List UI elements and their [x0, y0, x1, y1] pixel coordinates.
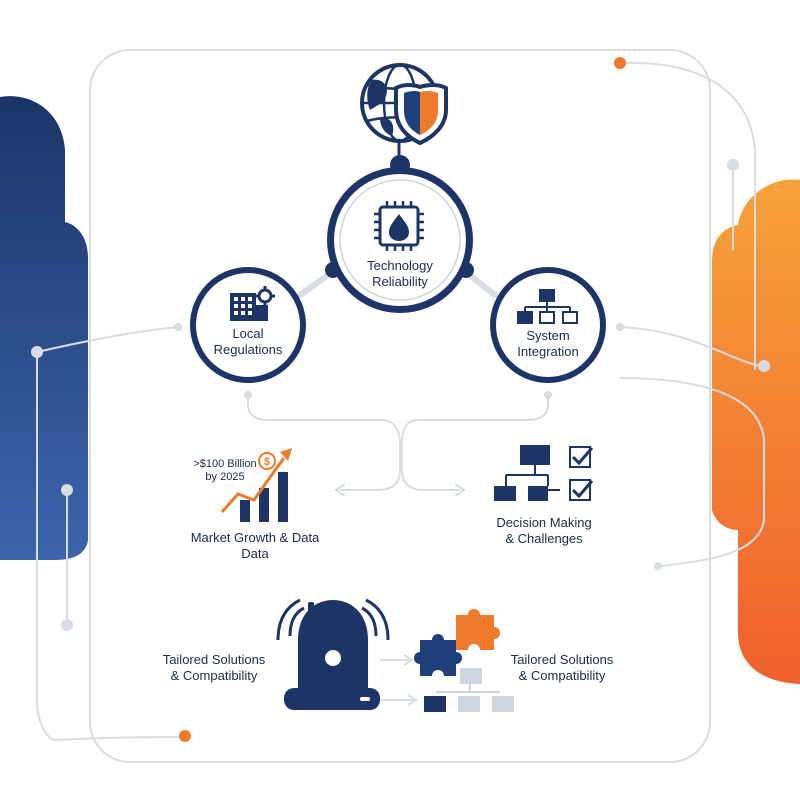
hierarchy-icon: [517, 289, 578, 324]
left-blue-blob: [0, 96, 88, 560]
market-annotation: >$100 Billion by 2025: [180, 458, 270, 484]
node-system-label: System Integration: [500, 328, 596, 360]
node-technology[interactable]: [325, 155, 474, 313]
puzzle-icon: [414, 609, 514, 712]
main-frame: [89, 49, 711, 763]
tailored-left-line1: Tailored Solutions: [162, 652, 266, 667]
orange-dot-bottom: [179, 730, 191, 742]
device-icon: [276, 598, 390, 710]
decision-label-line1: Decision Making: [496, 515, 592, 530]
orange-dot-top: [614, 57, 626, 69]
market-annotation-line1: >$100 Billion: [193, 458, 257, 470]
right-decor-lines: [619, 61, 765, 567]
tailored-right-label: Tailored Solutions & Compatibility: [498, 652, 626, 684]
technology-label-line2: Reliability: [372, 274, 428, 289]
tailored-left-line2: & Compatibility: [170, 668, 258, 683]
right-orange-blob: [712, 179, 800, 684]
globe-shield-icon: [360, 63, 448, 160]
market-label: Market Growth & Data Data: [180, 530, 330, 562]
bar-chart-icon: $: [220, 448, 292, 522]
market-label-line2: Data: [241, 546, 269, 561]
connector-dots: [31, 57, 770, 742]
system-label-line2: Integration: [517, 344, 579, 359]
market-annotation-line2: by 2025: [205, 471, 245, 483]
chip-icon: [374, 201, 424, 251]
decision-label-line2: & Challenges: [505, 531, 583, 546]
system-label-line1: System: [526, 328, 570, 343]
node-technology-label: Technology Reliability: [345, 258, 455, 290]
connector-lines: [247, 395, 549, 706]
node-system-integration[interactable]: [490, 267, 606, 383]
local-label-line2: Regulations: [213, 342, 283, 357]
flowchart-checklist-icon: [494, 445, 594, 501]
market-label-line1: Market Growth & Data: [190, 530, 320, 545]
building-gear-icon: [230, 286, 275, 321]
left-decor-lines: [36, 326, 184, 741]
node-local-label: Local Regulations: [200, 326, 296, 358]
technology-label-line1: Technology: [367, 258, 433, 273]
tailored-left-label: Tailored Solutions & Compatibility: [150, 652, 278, 684]
dollar-sign-icon: $: [264, 456, 270, 468]
node-local-regulations[interactable]: [190, 267, 306, 383]
local-label-line1: Local: [232, 326, 264, 341]
tailored-right-line2: & Compatibility: [518, 668, 606, 683]
decision-label: Decision Making & Challenges: [480, 515, 608, 547]
tailored-right-line1: Tailored Solutions: [510, 652, 614, 667]
